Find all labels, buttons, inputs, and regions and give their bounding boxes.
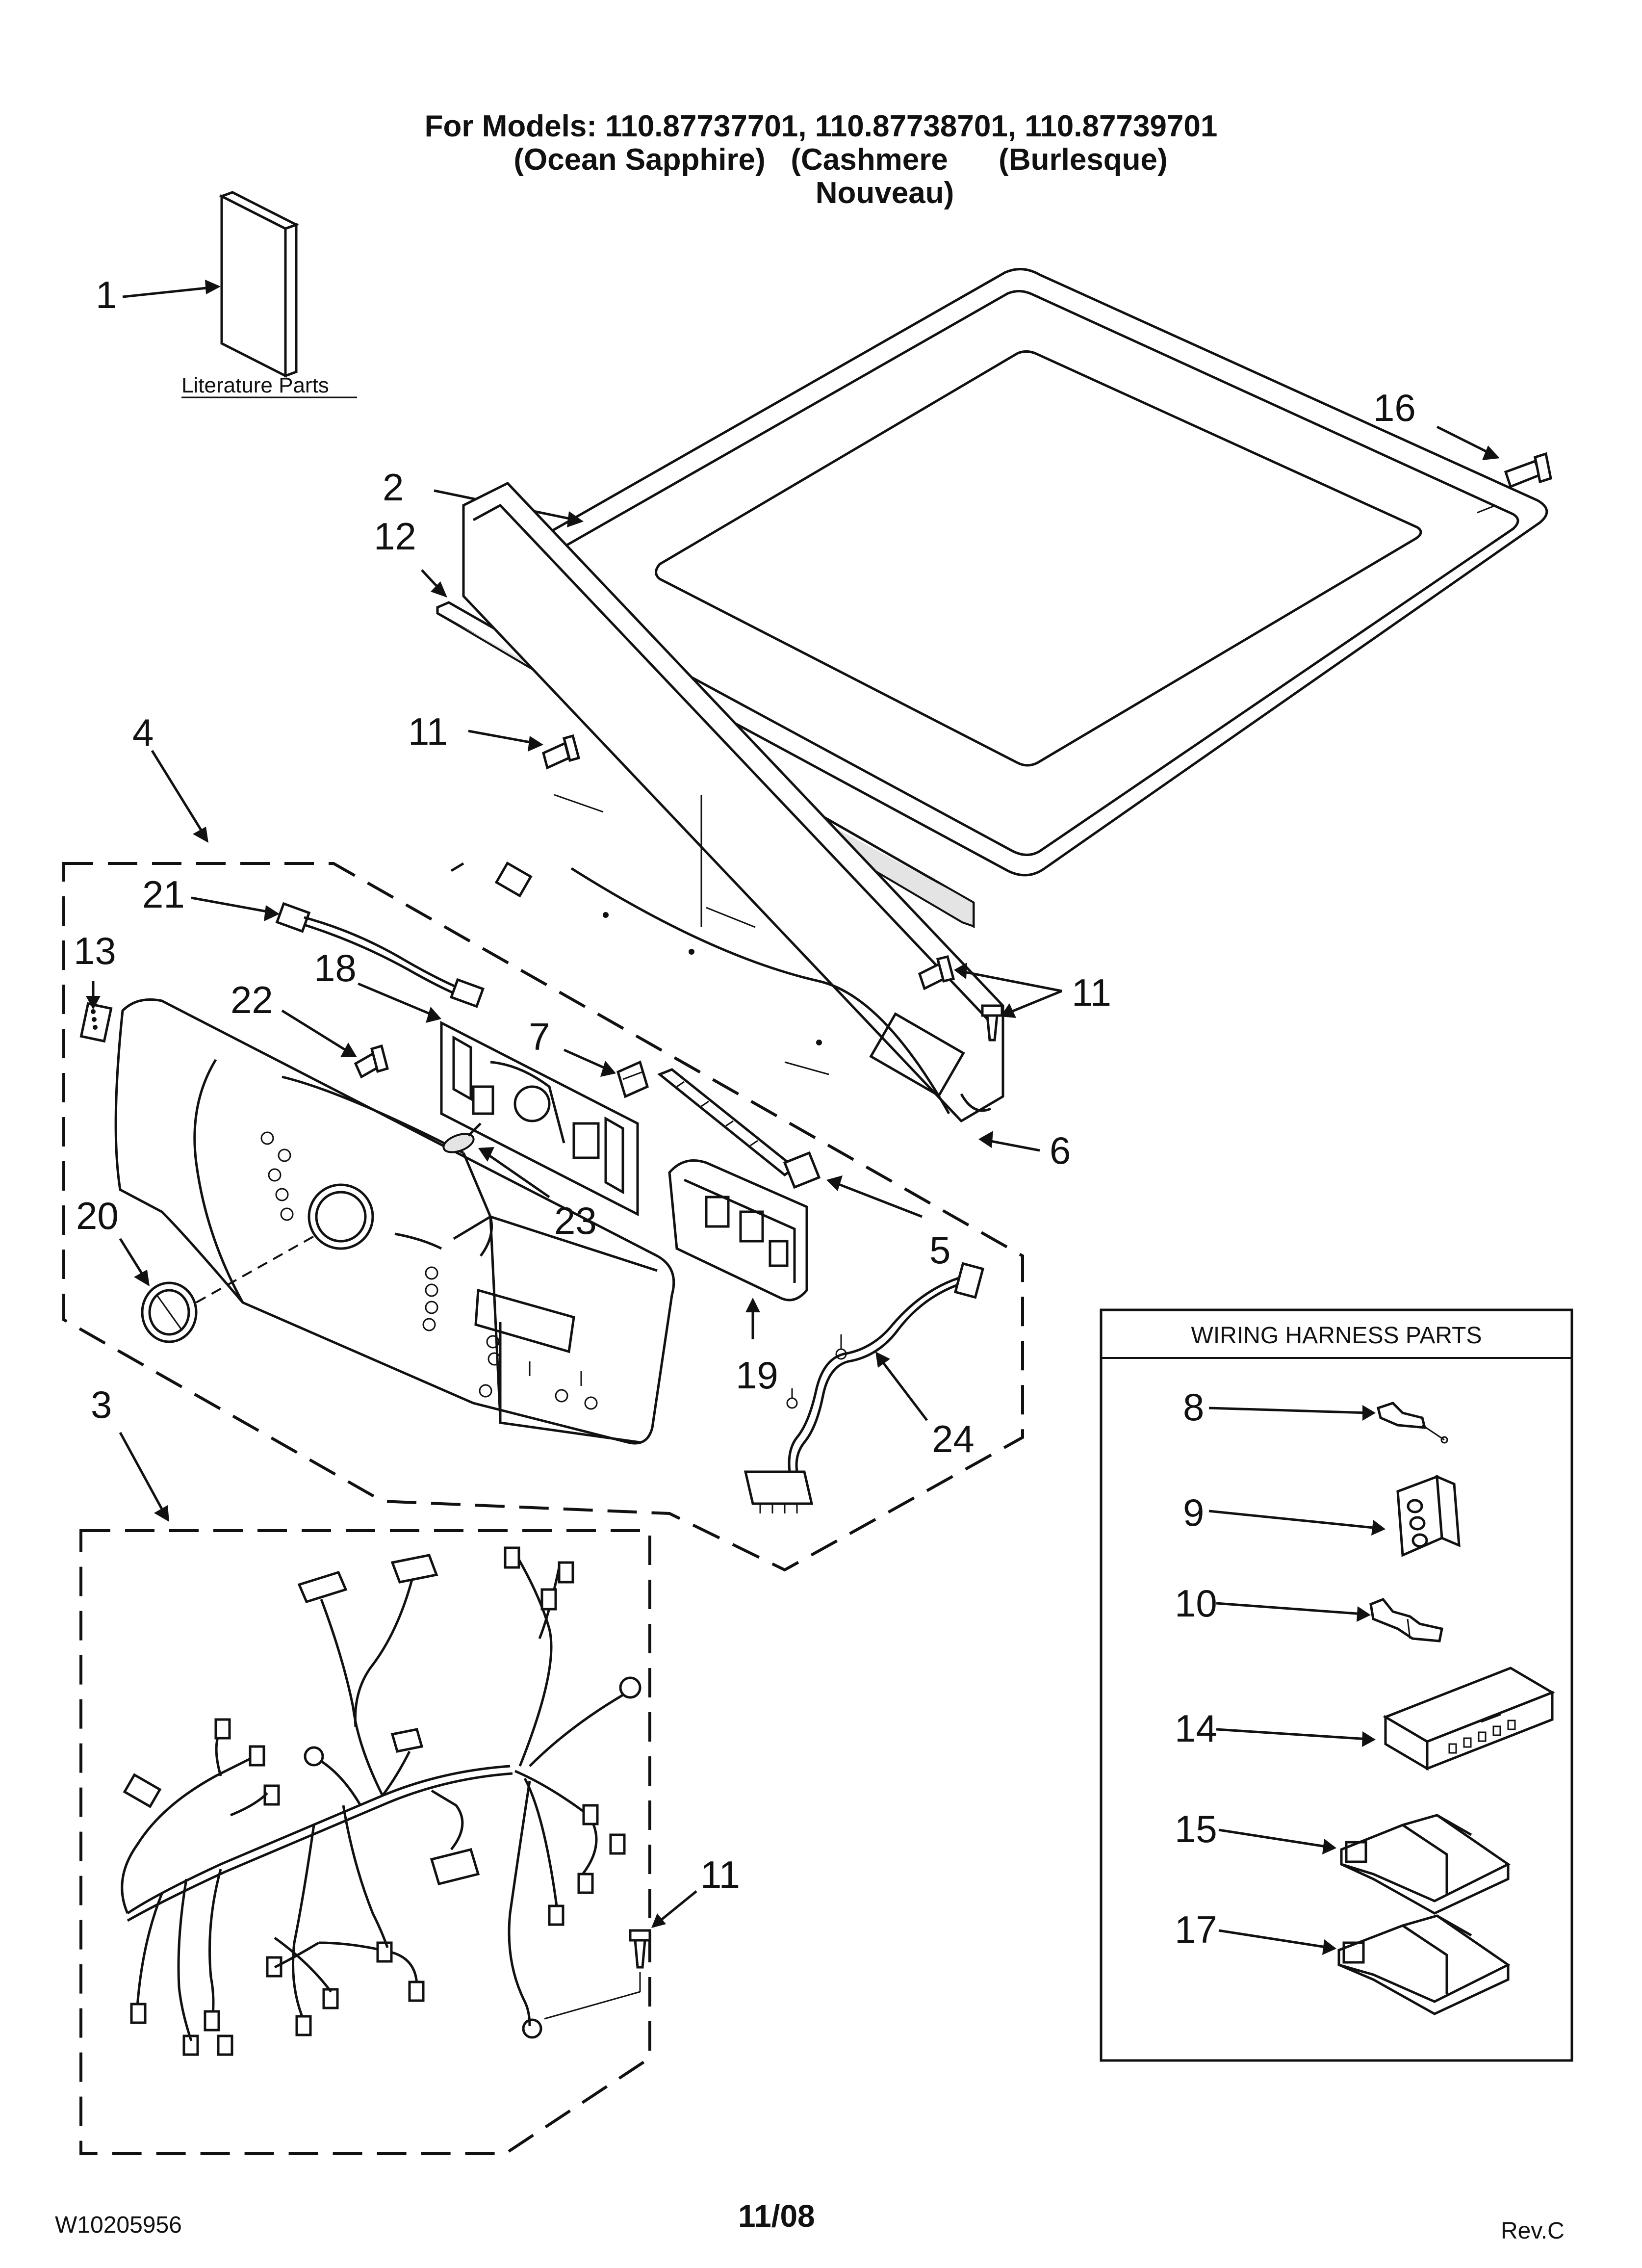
console-buttons xyxy=(260,1131,598,1410)
connector-block-14 xyxy=(1383,1667,1555,1771)
header-colors-line: (Ocean Sapphire) (Cashmere (Burlesque) xyxy=(513,143,1168,177)
literature-booklet xyxy=(218,191,300,378)
header-models-line: For Models: 110.87737701, 110.87738701, … xyxy=(424,109,1218,143)
control-board xyxy=(440,1020,639,1217)
callout-12: 12 xyxy=(374,515,416,558)
callout-20: 20 xyxy=(76,1194,119,1237)
connector-housing-15 xyxy=(1340,1814,1511,1915)
callout-17: 17 xyxy=(1175,1908,1217,1951)
callout-5: 5 xyxy=(929,1228,950,1272)
callout-9: 9 xyxy=(1183,1491,1204,1534)
user-interface-assembly-outline xyxy=(62,862,1024,1572)
literature-parts-label: Literature Parts xyxy=(181,373,329,397)
connector-9 xyxy=(1396,1475,1461,1557)
screw-11-b xyxy=(918,955,955,991)
header-colors-line-2: Nouveau) xyxy=(815,176,954,210)
callout-19: 19 xyxy=(736,1354,778,1397)
revision-date: 11/08 xyxy=(738,2198,815,2234)
callout-4: 4 xyxy=(132,711,154,754)
main-harness-outline xyxy=(79,1529,651,2155)
callout-11-top: 11 xyxy=(408,710,448,753)
revision-label: Rev.C xyxy=(1501,2218,1565,2244)
screw-11-a xyxy=(542,734,581,770)
connector-housing-17 xyxy=(1337,1914,1511,2015)
screw-22 xyxy=(354,1044,389,1079)
callout-3: 3 xyxy=(91,1383,112,1426)
callout-22: 22 xyxy=(231,978,273,1021)
part-23 xyxy=(442,1122,482,1153)
knob-socket xyxy=(308,1183,374,1250)
terminal-8 xyxy=(1377,1402,1448,1444)
cable-tie-5 xyxy=(657,1068,821,1189)
console-panel xyxy=(114,998,675,1445)
wiring-box-title: WIRING HARNESS PARTS xyxy=(1191,1323,1482,1349)
callout-15: 15 xyxy=(1175,1807,1217,1851)
screw-16 xyxy=(1504,452,1552,489)
callout-2: 2 xyxy=(383,466,404,509)
main-wire-harness xyxy=(121,1546,641,2056)
callout-1: 1 xyxy=(96,273,117,316)
callout-23: 23 xyxy=(554,1199,597,1242)
console-frame xyxy=(450,481,1004,1123)
screw-11-d xyxy=(629,1929,651,1969)
document-number: W10205956 xyxy=(55,2212,182,2238)
callout-7: 7 xyxy=(529,1015,550,1058)
callout-8: 8 xyxy=(1183,1385,1204,1429)
callout-6: 6 xyxy=(1050,1129,1071,1172)
callout-16: 16 xyxy=(1373,386,1416,429)
callout-21: 21 xyxy=(142,873,185,916)
callout-24: 24 xyxy=(932,1417,975,1460)
terminal-10 xyxy=(1369,1597,1443,1642)
callout-11-bottom: 11 xyxy=(700,1853,740,1896)
harness-24 xyxy=(744,1262,985,1513)
connector-21 xyxy=(275,902,485,1008)
wiring-harness-parts-box xyxy=(1100,1308,1573,2062)
callout-14: 14 xyxy=(1175,1707,1217,1750)
callout-13: 13 xyxy=(74,929,116,972)
module-19 xyxy=(668,1159,808,1302)
clip-7 xyxy=(616,1060,649,1098)
button-13 xyxy=(79,1002,113,1043)
callout-10: 10 xyxy=(1175,1582,1217,1625)
callout-11-right: 11 xyxy=(1072,971,1111,1014)
callout-18: 18 xyxy=(314,946,357,990)
control-knob xyxy=(141,1281,198,1343)
